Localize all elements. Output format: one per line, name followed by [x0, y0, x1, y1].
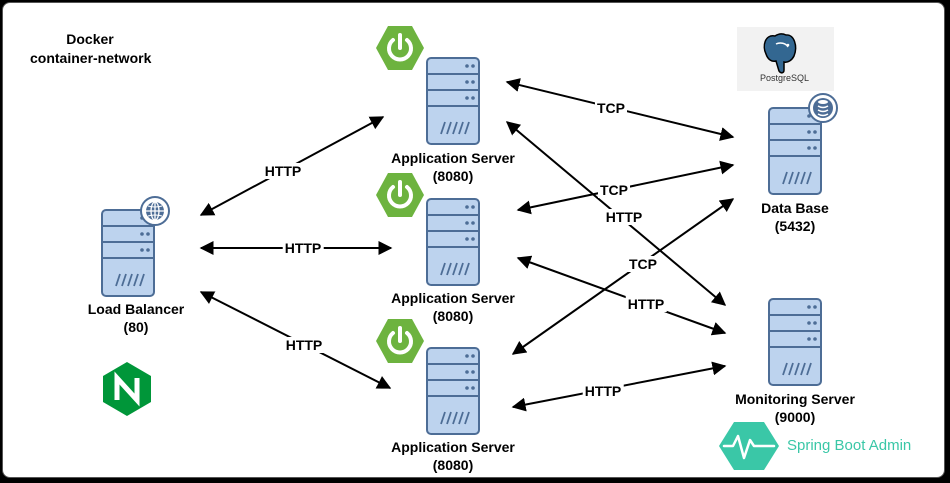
app-server-2-server-icon [426, 198, 480, 286]
app-server-2-name: Application Server [391, 290, 515, 306]
load-balancer-port: (80) [123, 319, 149, 335]
load-balancer-name: Load Balancer [87, 301, 185, 317]
app-server-3-server-icon [426, 347, 480, 435]
edge-app2-mon [516, 255, 727, 336]
edge-label-lb-app2: HTTP [282, 240, 324, 256]
edge-label-app3-mon: HTTP [582, 383, 624, 399]
app-server-2-port: (8080) [432, 308, 474, 324]
network-label: Docker container-network [30, 30, 152, 68]
nginx-icon [103, 362, 151, 416]
database-port: (5432) [774, 218, 816, 234]
edge-label-lb-app1: HTTP [262, 163, 304, 179]
heartbeat-icon [722, 434, 776, 460]
postgres-logo [737, 27, 834, 91]
spring-power-icon [374, 317, 426, 365]
monitoring-caption: Monitoring Server (9000) [715, 390, 875, 426]
app-server-3-name: Application Server [391, 439, 515, 455]
spring-boot-admin-logo [719, 422, 779, 470]
globe-icon [140, 196, 170, 226]
network-label-line-2: container-network [30, 50, 152, 66]
app-server-2-caption: Application Server (8080) [373, 289, 533, 325]
monitoring-server-icon [768, 298, 822, 386]
app-server-3-port: (8080) [432, 457, 474, 473]
database-caption: Data Base (5432) [740, 199, 850, 235]
app-server-1-server-icon [426, 57, 480, 145]
monitoring-name: Monitoring Server [735, 391, 855, 407]
database-icon [808, 93, 838, 123]
app-server-1-name: Application Server [391, 150, 515, 166]
app-server-3-caption: Application Server (8080) [373, 438, 533, 474]
database-server-icon [768, 107, 822, 195]
postgres-elephant-icon [763, 33, 797, 74]
edge-label-app1-mon: HTTP [603, 209, 645, 225]
app-server-1-port: (8080) [432, 168, 474, 184]
edge-label-app1-db: TCP [595, 100, 627, 116]
network-label-line-1: Docker [66, 31, 114, 47]
edge-label-app3-db: TCP [627, 256, 659, 272]
edge-label-lb-app3: HTTP [283, 337, 325, 353]
spring-boot-admin-text: Spring Boot Admin [787, 437, 912, 454]
spring-power-icon [374, 24, 426, 72]
database-name: Data Base [761, 200, 829, 216]
edge-label-app2-mon: HTTP [625, 296, 667, 312]
postgres-logo-text: PostgreSQL [760, 73, 810, 83]
edge-label-app2-db: TCP [598, 182, 630, 198]
monitoring-port: (9000) [774, 409, 816, 425]
app-server-1-caption: Application Server (8080) [373, 149, 533, 185]
load-balancer-caption: Load Balancer (80) [68, 300, 204, 336]
